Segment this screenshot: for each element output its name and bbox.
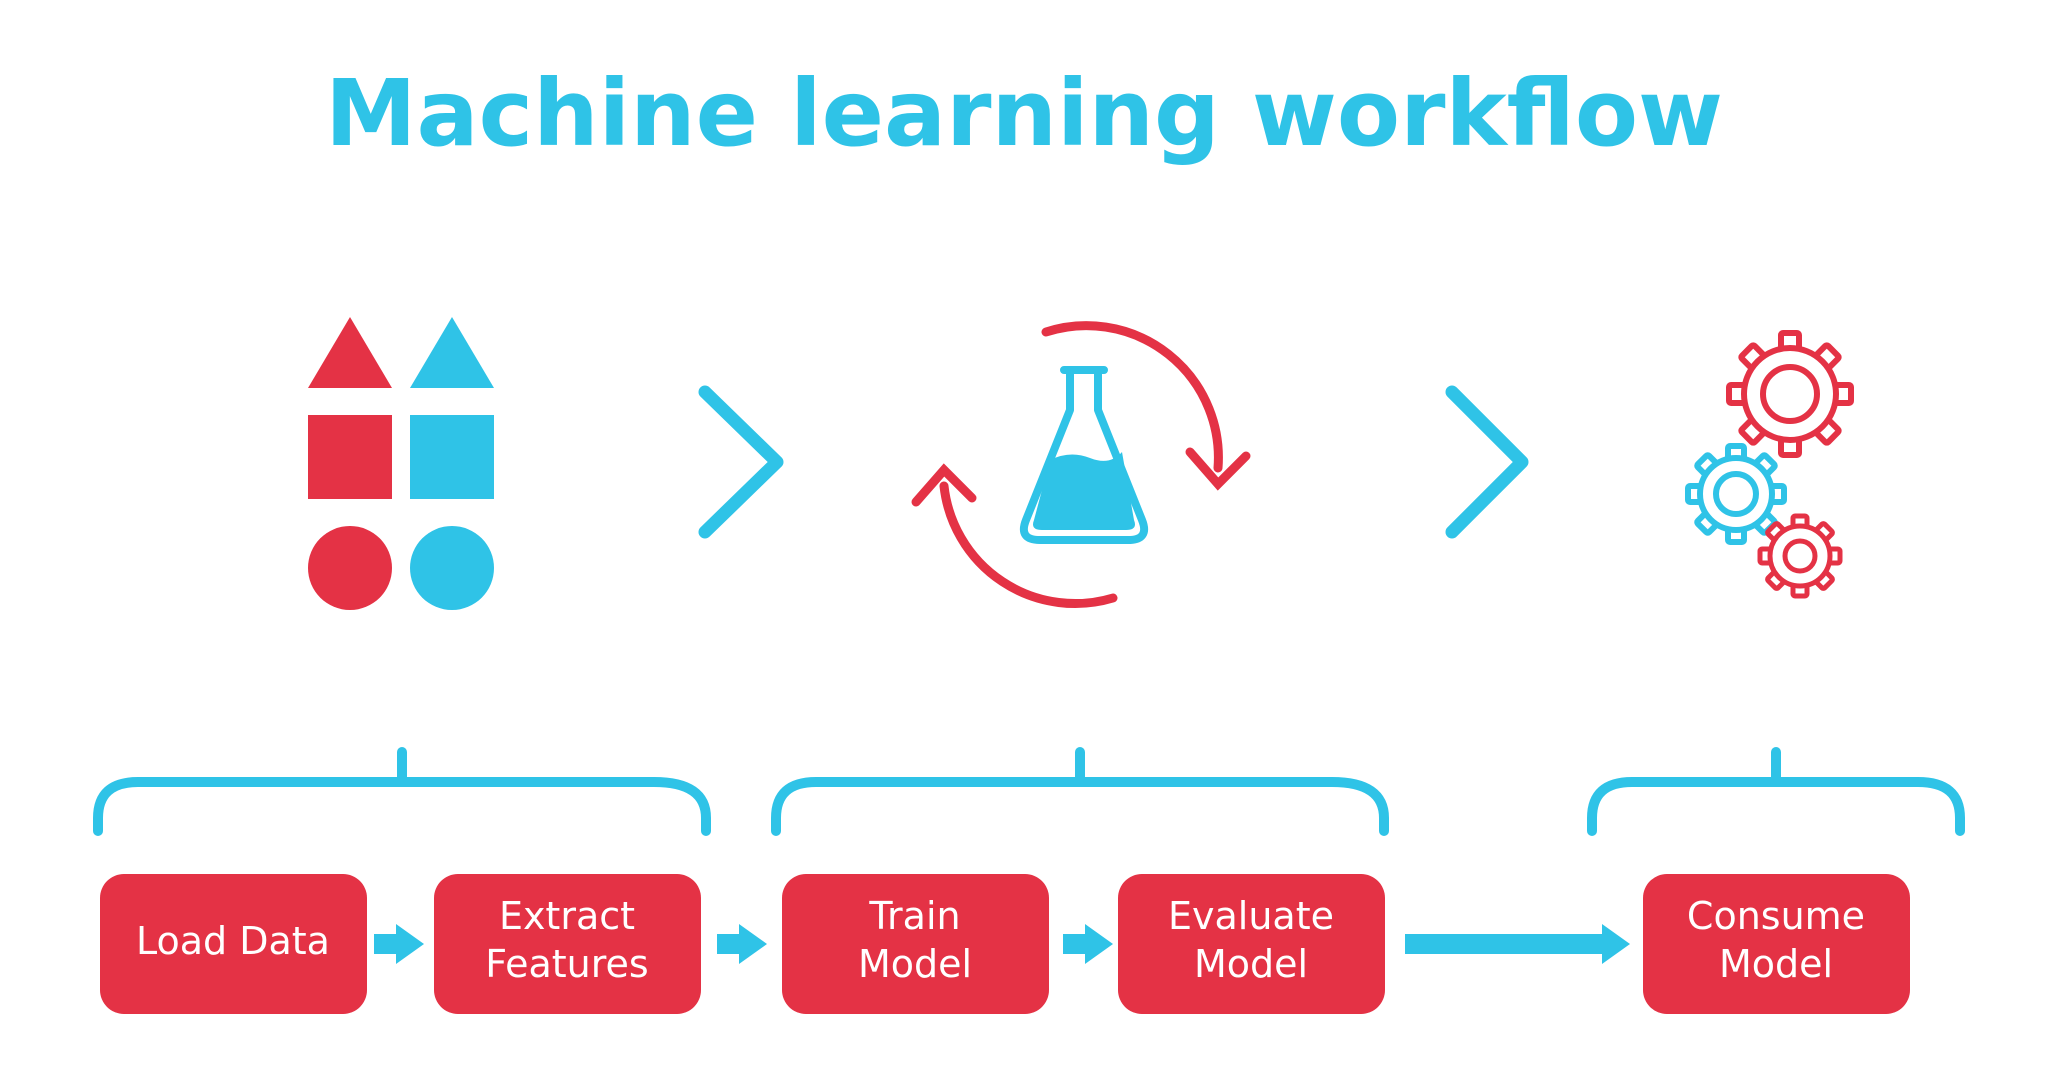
step-load-data: Load Data — [100, 874, 367, 1014]
step-train-model: Train Model — [782, 874, 1049, 1014]
chevron-right-icon — [698, 385, 784, 539]
flask-cycle-icon — [911, 321, 1251, 609]
step-label-line2: Model — [1719, 942, 1833, 986]
arrow-right-icon — [717, 924, 767, 964]
gears-icon — [1685, 330, 1854, 599]
chevron-right-icon — [1445, 385, 1529, 539]
arrowhead-down-icon — [1185, 447, 1251, 491]
step-evaluate-model: Evaluate Model — [1118, 874, 1385, 1014]
step-label-line2: Features — [485, 942, 648, 986]
diagram-title: Machine learning workflow — [325, 60, 1723, 167]
large-red-gear-icon — [1726, 330, 1854, 458]
step-consume-model: Consume Model — [1643, 874, 1910, 1014]
red-square-shape — [308, 415, 392, 499]
flask-liquid-icon — [1033, 452, 1135, 530]
long-arrow-right-icon — [1405, 924, 1630, 964]
cycle-arrow-bottom-icon — [939, 481, 1118, 609]
stage-bracket-3 — [1587, 747, 1965, 836]
blue-triangle-shape — [410, 317, 494, 388]
blue-circle-shape — [410, 526, 494, 610]
step-label-line1: Evaluate — [1168, 894, 1334, 938]
cycle-arrow-top-icon — [1041, 321, 1223, 473]
stage-bracket-1 — [93, 747, 711, 836]
step-label-line2: Model — [1194, 942, 1308, 986]
step-label-line1: Train — [868, 894, 960, 938]
step-label-line2: Model — [858, 942, 972, 986]
step-label-line1: Load Data — [136, 919, 330, 963]
red-triangle-shape — [308, 317, 392, 388]
small-red-gear-icon — [1757, 513, 1843, 599]
stage-bracket-2 — [771, 747, 1389, 836]
arrowhead-up-icon — [911, 463, 977, 507]
arrow-right-icon — [374, 924, 424, 964]
step-label-line1: Extract — [499, 894, 635, 938]
blue-square-shape — [410, 415, 494, 499]
medium-blue-gear-icon — [1685, 443, 1787, 545]
red-circle-shape — [308, 526, 392, 610]
step-extract-features: Extract Features — [434, 874, 701, 1014]
step-label-line1: Consume — [1687, 894, 1865, 938]
flask-icon — [1019, 366, 1149, 544]
arrow-right-icon — [1063, 924, 1113, 964]
shapes-icon — [308, 317, 494, 610]
